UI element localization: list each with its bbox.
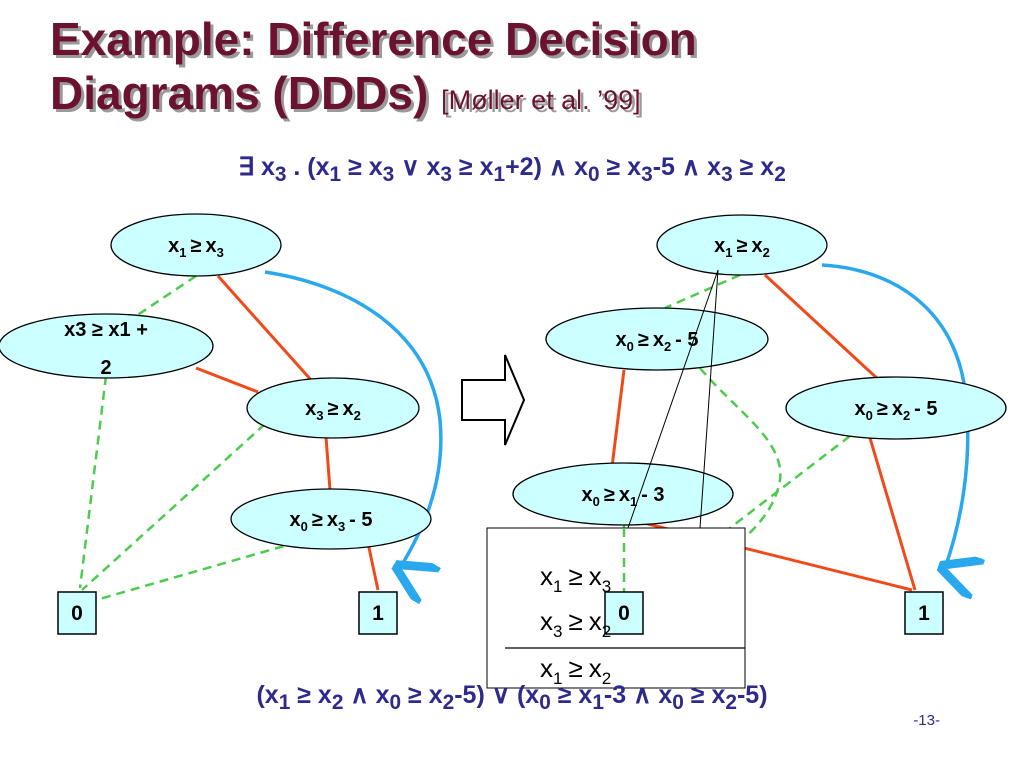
right-node-m1-label: x1≥x2 xyxy=(714,235,770,260)
right-node-m4-label: x0≥x1- 3 xyxy=(581,484,664,509)
left-node-n2: x3 ≥ x1 + 2 xyxy=(0,313,214,379)
title-line-1: Example: Difference Decision xyxy=(50,13,697,65)
right-low-edge-m1-m2 xyxy=(664,273,741,310)
slide-title: Example: Difference Decision Diagrams (D… xyxy=(50,12,697,127)
svg-text:1: 1 xyxy=(372,602,384,625)
left-high-edge-n4-one xyxy=(366,542,380,591)
left-node-n4: x0≥x3- 5 xyxy=(230,488,432,550)
title-line-2: Diagrams (DDDs) xyxy=(50,67,429,119)
citation: [Møller et al. ’99] xyxy=(441,85,641,115)
result-formula: (x1 ≥ x2 ∧ x0 ≥ x2-5) ∨ (x0 ≥ x1-3 ∧ x0 … xyxy=(256,681,768,714)
right-high-edge-m3-one xyxy=(868,437,917,591)
left-high-edge-n2-n3 xyxy=(195,366,259,394)
left-high-edge-n3-n4 xyxy=(324,436,332,491)
right-terminal-zero: 0 xyxy=(604,591,644,635)
svg-text:1: 1 xyxy=(918,602,930,625)
left-node-n3-label: x3≥x2 xyxy=(305,398,361,423)
left-node-n4-label: x0≥x3- 5 xyxy=(289,509,372,534)
left-low-edge-n4-zero xyxy=(95,540,299,602)
inset-pointer-line xyxy=(699,269,719,529)
left-node-n2-line1: x3 ≥ x1 + xyxy=(64,319,148,341)
left-low-edge-n3-zero xyxy=(81,423,266,591)
right-node-m1: x1≥x2 xyxy=(656,214,828,276)
transform-arrow xyxy=(461,354,526,446)
left-node-n2-line2: 2 xyxy=(100,357,111,379)
left-low-edge-n2-zero xyxy=(78,375,108,589)
right-node-m4: x0≥x1- 3 xyxy=(512,462,734,526)
inset-pointer-line-2 xyxy=(627,269,719,529)
left-terminal-one: 1 xyxy=(358,591,398,635)
left-terminal-zero: 0 xyxy=(57,591,97,635)
inset-line-3: x1≥x2 xyxy=(540,653,611,688)
exists-symbol: ∃ xyxy=(238,153,255,181)
inset-line-1: x1≥x3 xyxy=(540,561,611,596)
right-high-edge-m1-m3 xyxy=(763,273,882,383)
inset-line-2: x3≥x2 xyxy=(540,606,611,641)
right-terminal-one: 1 xyxy=(904,591,944,635)
right-node-m3: x0≥x2- 5 xyxy=(785,376,1007,440)
page-number: -13- xyxy=(913,712,940,729)
right-node-m3-label: x0≥x2- 5 xyxy=(854,398,937,423)
left-high-edge-n1-n3 xyxy=(216,274,314,383)
left-node-n1-label: x1≥x3 xyxy=(168,235,224,260)
right-node-m2: x0≥x2- 5 xyxy=(545,307,769,371)
input-formula: ∃ x3 . (x1 ≥ x3 ∨ x3 ≥ x1+2) ∧ x0 ≥ x3-5… xyxy=(238,153,786,186)
svg-text:0: 0 xyxy=(618,602,630,625)
left-node-n1: x1≥x3 xyxy=(110,213,282,277)
left-low-edge-n1-n2 xyxy=(129,274,197,322)
left-node-n3: x3≥x2 xyxy=(246,377,420,439)
svg-text:0: 0 xyxy=(71,602,83,625)
right-high-edge-m2-m4 xyxy=(610,369,626,468)
right-node-m2-label: x0≥x2- 5 xyxy=(615,329,698,354)
inset-callout: 0 x1≥x3 x3≥x2 x1≥x2 xyxy=(486,269,746,689)
